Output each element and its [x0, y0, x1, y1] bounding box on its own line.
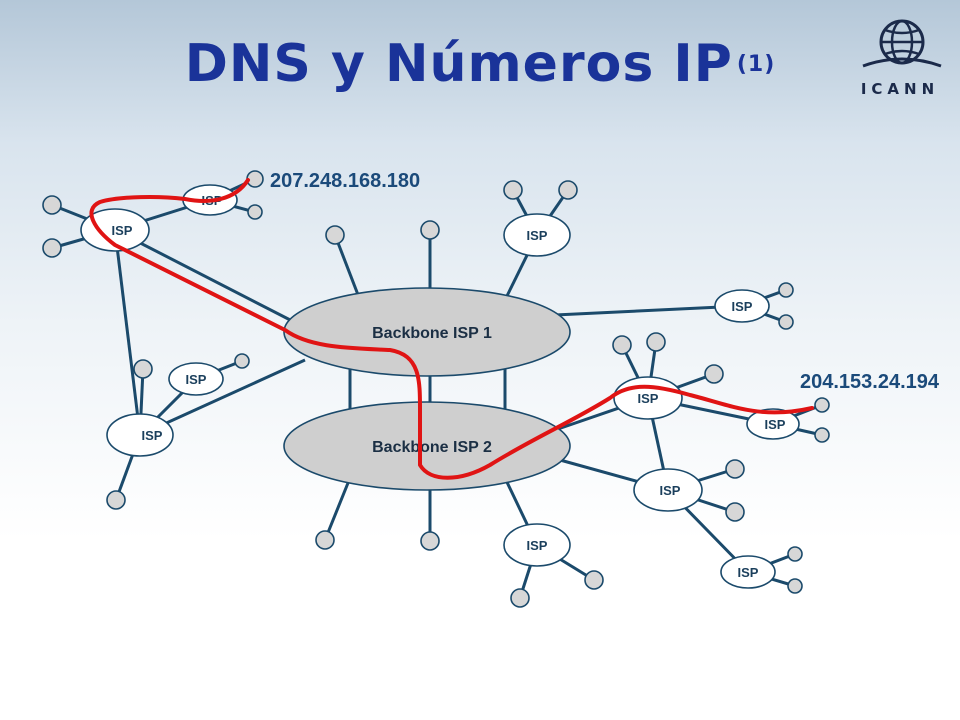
isp-node: ISP [720, 555, 776, 589]
host-node [612, 335, 632, 355]
host-node [325, 225, 345, 245]
globe-icon [862, 19, 942, 68]
title-subtitle: (1) [736, 52, 776, 77]
isp-node: ISP [168, 362, 224, 396]
host-node [133, 359, 153, 379]
host-node [725, 459, 745, 479]
host-node [787, 578, 803, 594]
isp-node-label: ISP [638, 391, 659, 406]
isp-node-label: ISP [112, 223, 133, 238]
host-node [234, 353, 250, 369]
host-node [558, 180, 578, 200]
destination-ip-address: 204.153.24.194 [800, 371, 940, 393]
page-title: DNS y Números IP(1) [0, 38, 960, 90]
isp-node: ISP [80, 208, 150, 252]
host-node [725, 502, 745, 522]
isp-node-label: ISP [186, 372, 207, 387]
isp-node: ISP [106, 413, 174, 457]
title-main: DNS y Números IP [184, 34, 733, 94]
isp-node-label: ISP [765, 417, 786, 432]
host-node [814, 427, 830, 443]
host-node [778, 282, 794, 298]
host-node [420, 531, 440, 551]
isp-nodes: ISP ISP ISP ISP ISP ISP ISP ISP ISP ISP … [80, 184, 800, 589]
isp-node-label: ISP [732, 299, 753, 314]
isp-node: ISP [746, 408, 800, 440]
host-node [42, 195, 62, 215]
host-node [787, 546, 803, 562]
host-node [704, 364, 724, 384]
isp-node-label: ISP [527, 228, 548, 243]
isp-node-label: ISP [660, 483, 681, 498]
backbone-isp-2: Backbone ISP 2 [283, 401, 571, 491]
host-node [814, 397, 830, 413]
host-node [106, 490, 126, 510]
host-node [584, 570, 604, 590]
isp-node: ISP [503, 523, 571, 567]
route-path [89, 178, 814, 480]
icann-logo: ICANN [855, 14, 945, 98]
host-node [247, 204, 263, 220]
isp-node: ISP [714, 289, 770, 323]
host-node [778, 314, 794, 330]
isp-node: ISP [633, 468, 703, 512]
host-node [646, 332, 666, 352]
leaf-hosts [42, 170, 830, 608]
isp-node: ISP [503, 213, 571, 257]
backbone-1-label: Backbone ISP 1 [372, 325, 492, 342]
backbone-2-label: Backbone ISP 2 [372, 439, 492, 456]
host-node [42, 238, 62, 258]
isp-node: ISP [613, 376, 683, 420]
host-node [510, 588, 530, 608]
isp-node-label: ISP [142, 428, 163, 443]
backbone-isp-1: Backbone ISP 1 [283, 287, 571, 377]
source-ip-address: 207.248.168.180 [270, 170, 420, 192]
logo-text: ICANN [860, 80, 940, 98]
isp-node-label: ISP [738, 565, 759, 580]
host-node [315, 530, 335, 550]
host-node [420, 220, 440, 240]
isp-node-label: ISP [527, 538, 548, 553]
host-node [503, 180, 523, 200]
